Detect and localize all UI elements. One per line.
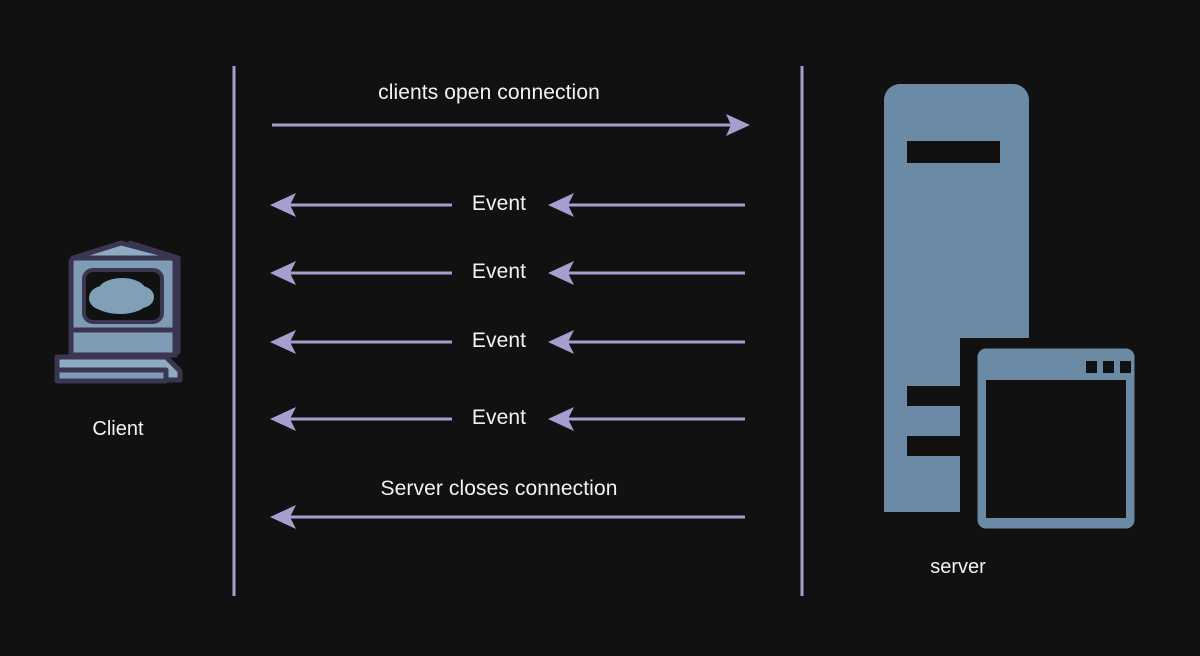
arrowhead-left-icon [548, 407, 574, 431]
server-drive-slot [907, 141, 1000, 163]
client-icon [54, 240, 183, 384]
message-label-event-3: Event [471, 329, 527, 352]
message-arrow-event-3 [270, 330, 745, 354]
server-window-dot-1 [1086, 361, 1097, 373]
arrowhead-left-icon [548, 330, 574, 354]
message-arrow-close-connection [270, 505, 745, 529]
message-arrow-open-connection [272, 114, 750, 136]
message-label-open-connection: clients open connection [378, 81, 600, 104]
arrowhead-left-icon [270, 505, 296, 529]
cloud-icon [89, 278, 154, 314]
server-window-content [986, 380, 1126, 518]
server-window-dot-2 [1103, 361, 1114, 373]
message-label-event-1: Event [471, 192, 527, 215]
arrowhead-left-icon [270, 407, 296, 431]
arrowhead-right-icon [726, 114, 750, 136]
actor-label-client: Client [92, 418, 144, 440]
client-monitor-bezel [68, 327, 178, 358]
server-window-dot-3 [1120, 361, 1131, 373]
message-label-event-2: Event [471, 260, 527, 283]
arrowhead-left-icon [548, 193, 574, 217]
message-arrow-event-2 [270, 261, 745, 285]
arrowhead-left-icon [270, 193, 296, 217]
client-base-front [54, 367, 169, 384]
message-label-event-4: Event [471, 406, 527, 429]
message-arrow-event-4 [270, 407, 745, 431]
arrowhead-left-icon [270, 261, 296, 285]
arrowhead-left-icon [270, 330, 296, 354]
actor-label-server: server [930, 556, 986, 578]
message-label-close-connection: Server closes connection [380, 477, 618, 500]
arrowhead-left-icon [548, 261, 574, 285]
message-arrow-event-1 [270, 193, 745, 217]
server-icon [884, 84, 1142, 536]
